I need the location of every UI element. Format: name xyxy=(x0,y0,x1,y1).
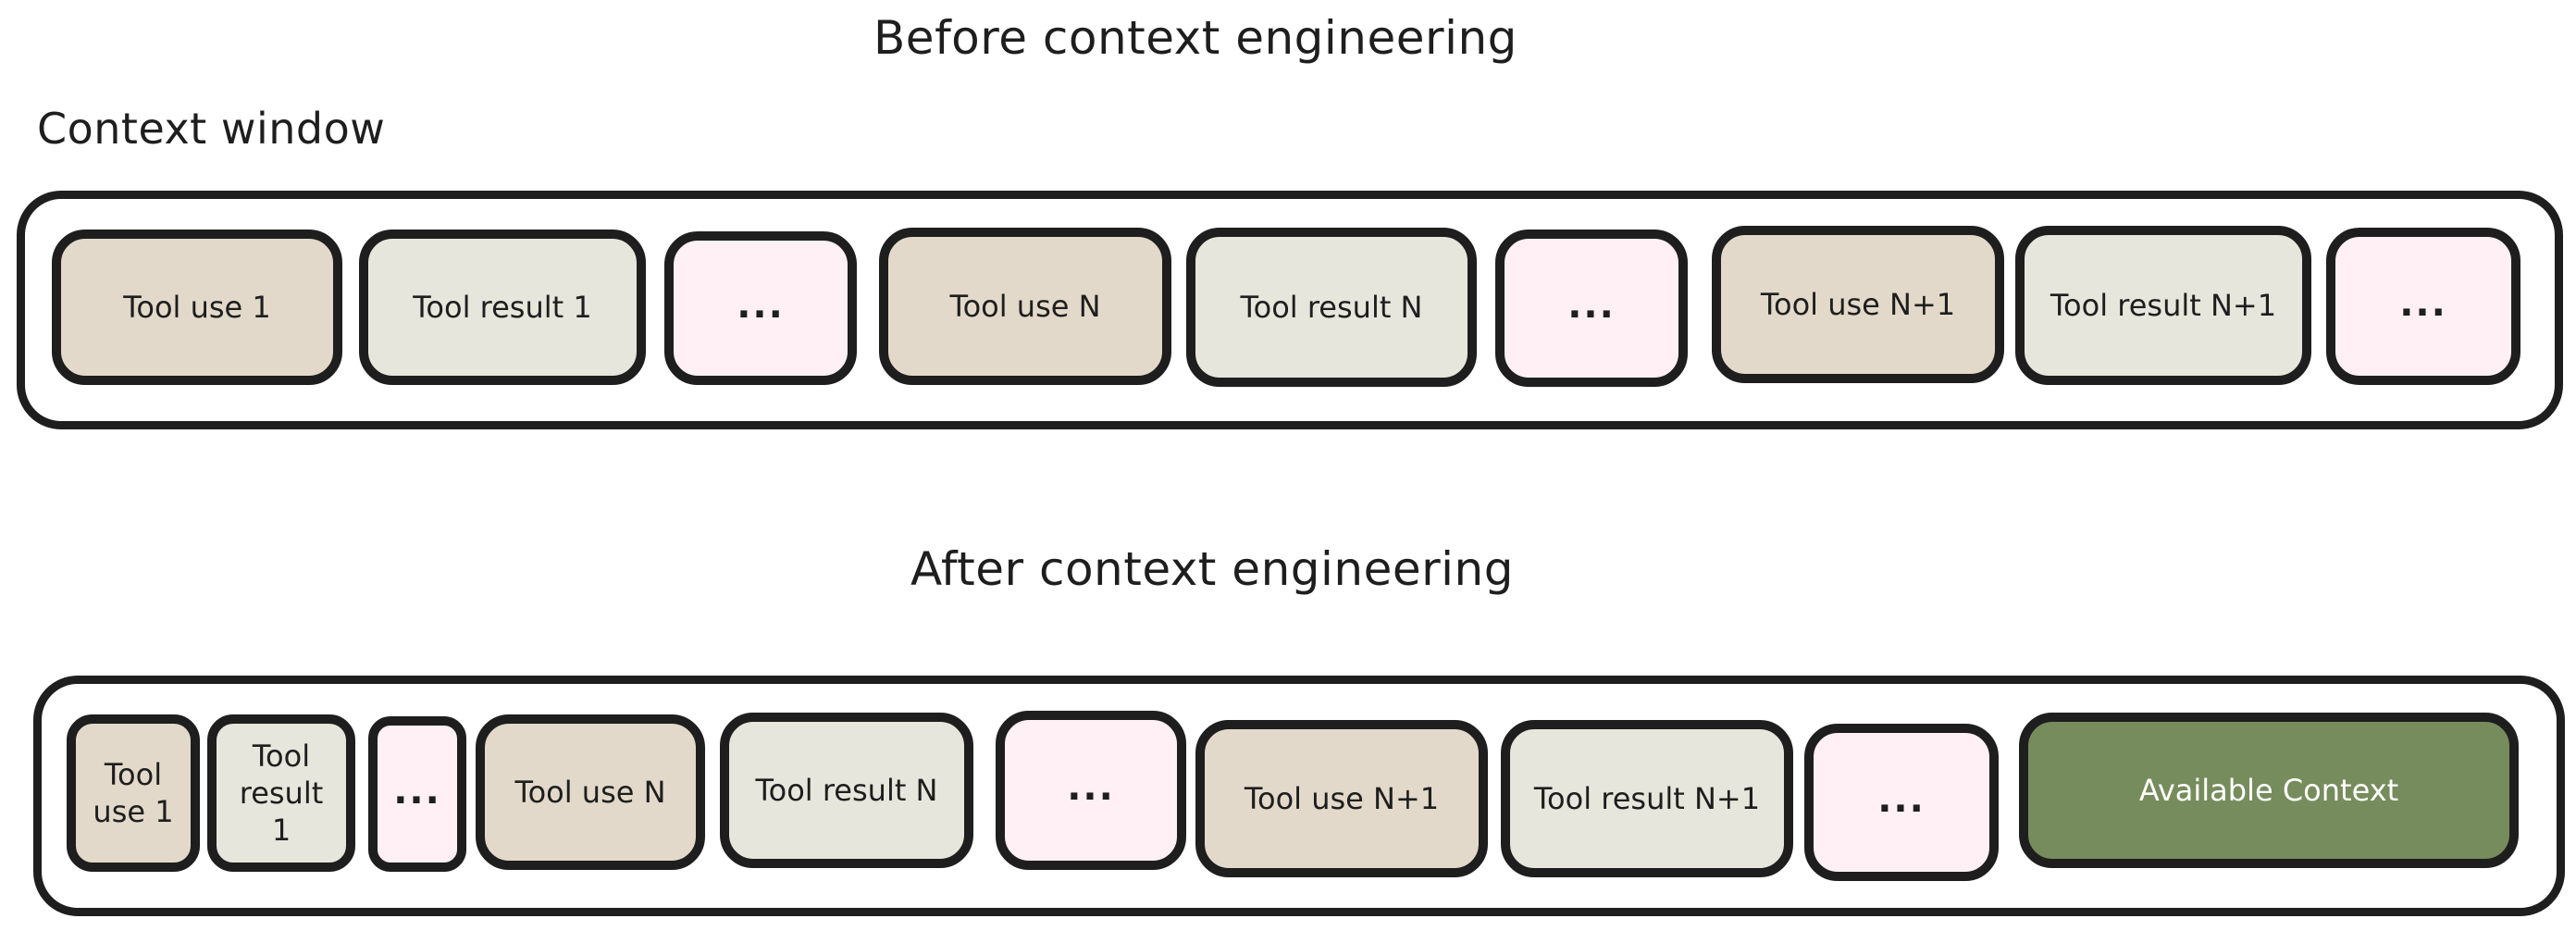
before-block-tool-result-n: Tool result N xyxy=(1186,228,1477,387)
ellipsis-label: ... xyxy=(1567,284,1616,327)
block-label: Tool result N xyxy=(1240,290,1423,325)
after-block-ellipsis-3: ... xyxy=(1804,724,1999,881)
after-block-tool-result-1: Tool result 1 xyxy=(207,714,355,872)
block-label: Tool use N xyxy=(514,775,666,810)
before-block-tool-use-1: Tool use 1 xyxy=(52,230,342,385)
block-label: Tool result 1 xyxy=(413,290,592,325)
after-block-tool-result-n: Tool result N xyxy=(720,713,973,868)
after-block-tool-use-n: Tool use N xyxy=(476,714,705,870)
ellipsis-label: ... xyxy=(2399,282,2447,325)
before-title: Before context engineering xyxy=(873,11,1517,65)
before-block-tool-result-1: Tool result 1 xyxy=(359,230,646,385)
before-block-tool-use-n-plus-1: Tool use N+1 xyxy=(1712,226,2004,383)
block-label: Tool use 1 xyxy=(123,290,271,325)
before-block-tool-use-n: Tool use N xyxy=(879,228,1171,385)
before-block-ellipsis-2: ... xyxy=(1495,230,1688,387)
block-label: Tool use N+1 xyxy=(1760,287,1956,322)
before-block-tool-result-n-plus-1: Tool result N+1 xyxy=(2015,226,2311,385)
before-block-ellipsis-3: ... xyxy=(2326,228,2520,385)
available-context-block: Available Context xyxy=(2019,713,2519,868)
ellipsis-label: ... xyxy=(1067,766,1115,809)
block-label: Available Context xyxy=(2138,773,2399,808)
block-label: Tool use N+1 xyxy=(1244,781,1440,816)
block-label: Tool use N xyxy=(949,289,1101,324)
after-block-ellipsis-2: ... xyxy=(996,711,1186,870)
after-block-tool-use-1: Tool use 1 xyxy=(67,714,200,872)
block-label: Tool use 1 xyxy=(93,757,174,829)
after-title: After context engineering xyxy=(910,542,1514,596)
block-label: Tool result N xyxy=(755,773,938,808)
ellipsis-label: ... xyxy=(737,284,785,327)
before-block-ellipsis-1: ... xyxy=(664,231,857,385)
block-label: Tool result 1 xyxy=(239,739,324,848)
block-label: Tool result N+1 xyxy=(2050,288,2277,323)
ellipsis-label: ... xyxy=(393,770,441,813)
block-label: Tool result N+1 xyxy=(1533,781,1761,816)
context-window-label: Context window xyxy=(37,104,386,154)
after-block-tool-use-n-plus-1: Tool use N+1 xyxy=(1195,720,1488,877)
ellipsis-label: ... xyxy=(1877,778,1926,821)
after-block-ellipsis-1: ... xyxy=(368,716,466,872)
after-block-tool-result-n-plus-1: Tool result N+1 xyxy=(1501,720,1793,877)
